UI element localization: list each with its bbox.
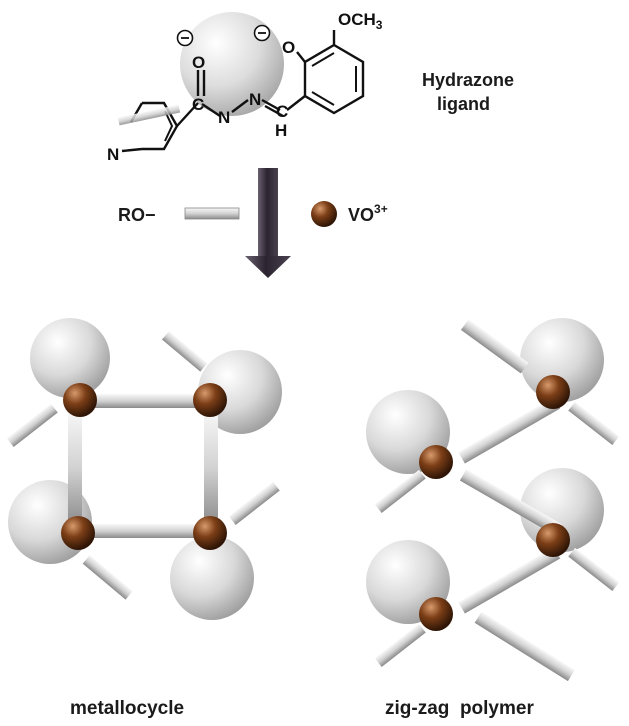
alkoxide-bar xyxy=(568,401,620,445)
atom-c: C xyxy=(192,95,204,114)
vanadyl-center xyxy=(193,516,227,550)
legend-alkoxide: RO− xyxy=(118,205,240,225)
metallocycle-caption: metallocycle xyxy=(70,698,184,719)
linker-bar xyxy=(83,394,207,408)
metallocycle xyxy=(6,318,282,620)
atom-o-phenol: O xyxy=(282,38,295,57)
alkoxide-bar xyxy=(374,469,426,513)
vanadyl-center xyxy=(536,375,570,409)
linker-bar xyxy=(459,469,562,536)
legend-vanadyl: VO3+ xyxy=(311,201,388,227)
ligand-disk xyxy=(30,318,110,398)
vanadyl-center xyxy=(419,597,453,631)
vanadyl-center xyxy=(63,383,97,417)
hydrazone-ligand-structure: O C N N C H O N OCH3 Hydrazone ligand xyxy=(107,10,514,164)
alkoxide-bar xyxy=(82,555,133,600)
linker-bar xyxy=(83,524,207,538)
methoxy-group: OCH3 xyxy=(338,10,383,32)
alkoxide-bar xyxy=(228,481,280,525)
atom-n1: N xyxy=(218,108,230,127)
alkoxide-bar xyxy=(6,403,58,447)
pyridine-edge-bar xyxy=(117,104,181,126)
benzene-ring xyxy=(296,30,365,115)
atom-h: H xyxy=(275,121,287,140)
polymer-caption: zig-zag polymer xyxy=(385,698,534,719)
atom-n-pyridine: N xyxy=(107,145,119,164)
ligand-name-line1: Hydrazone xyxy=(422,70,514,90)
negative-charge-1 xyxy=(176,29,194,47)
atom-o-carbonyl: O xyxy=(192,53,205,72)
linker-bar xyxy=(204,410,218,526)
ligand-name-line2: ligand xyxy=(437,94,490,114)
linker-bar xyxy=(474,611,575,682)
negative-charge-2 xyxy=(253,24,271,42)
linker-bar xyxy=(68,410,82,526)
linker-bar xyxy=(460,319,529,374)
linker-bar xyxy=(458,397,561,464)
hydrazone-chain xyxy=(176,70,306,127)
alkoxide-bar-symbol xyxy=(184,207,240,220)
atom-n2: N xyxy=(249,90,261,109)
alkoxide-bar xyxy=(568,547,620,591)
ligand-disk xyxy=(170,536,254,620)
reaction-arrow xyxy=(245,168,291,278)
linker-bar xyxy=(458,547,561,614)
alkoxide-bar xyxy=(374,623,426,667)
alkoxide-label: RO− xyxy=(118,205,156,225)
vanadyl-center xyxy=(61,516,95,550)
alkoxide-bar xyxy=(161,331,208,372)
zig-zag-polymer xyxy=(366,318,620,682)
vanadyl-center xyxy=(193,383,227,417)
atom-c2: C xyxy=(276,102,288,121)
vanadyl-center xyxy=(536,523,570,557)
vanadyl-label: VO3+ xyxy=(348,202,388,225)
vanadyl-sphere-symbol xyxy=(311,201,337,227)
vanadyl-center xyxy=(419,445,453,479)
